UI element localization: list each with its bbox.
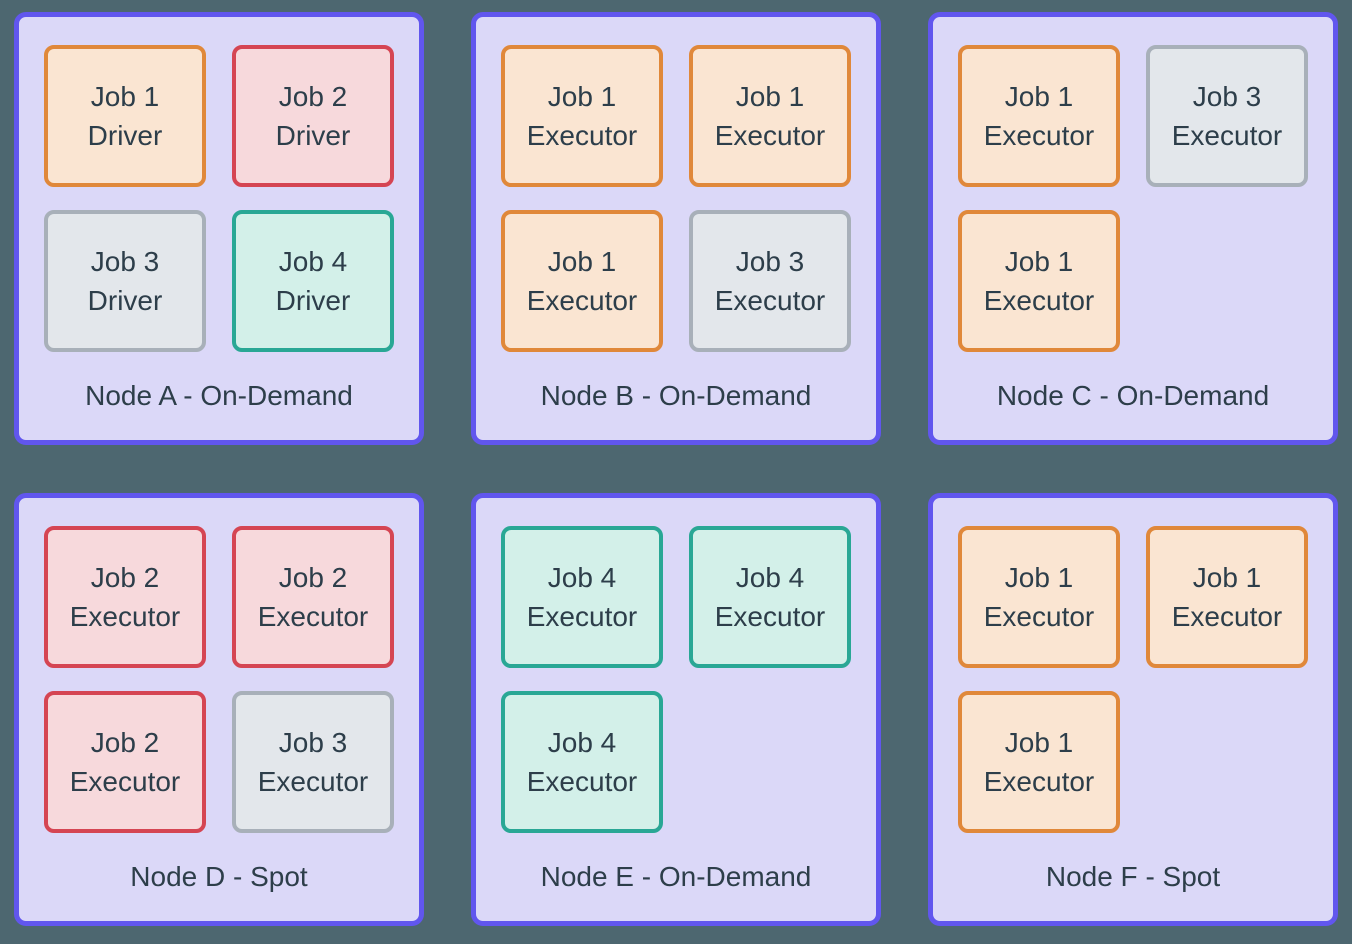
job-role: Executor bbox=[1171, 601, 1283, 632]
node-jobs-grid: Job 1 Executor Job 1 Executor Job 1 Exec… bbox=[501, 45, 851, 352]
job-title: Job 2 bbox=[90, 727, 160, 758]
job-box: Job 2 Executor bbox=[44, 691, 206, 833]
node-card: Job 1 Executor Job 1 Executor Job 1 Exec… bbox=[928, 493, 1338, 926]
job-role: Executor bbox=[714, 601, 826, 632]
job-title: Job 1 bbox=[1004, 81, 1074, 112]
job-box: Job 4 Executor bbox=[501, 691, 663, 833]
job-box: Job 2 Driver bbox=[232, 45, 394, 187]
job-box: Job 1 Executor bbox=[958, 526, 1120, 668]
node-label: Node A - On-Demand bbox=[85, 380, 353, 411]
job-box: Job 1 Executor bbox=[501, 45, 663, 187]
job-title: Job 1 bbox=[1004, 562, 1074, 593]
node-jobs-grid: Job 1 Executor Job 3 Executor Job 1 Exec… bbox=[958, 45, 1308, 352]
job-role: Executor bbox=[69, 601, 181, 632]
job-role: Executor bbox=[257, 601, 369, 632]
node-jobs-grid: Job 4 Executor Job 4 Executor Job 4 Exec… bbox=[501, 526, 851, 833]
job-title: Job 3 bbox=[1192, 81, 1262, 112]
job-role: Executor bbox=[714, 285, 826, 316]
job-title: Job 3 bbox=[278, 727, 348, 758]
job-title: Job 3 bbox=[90, 246, 160, 277]
job-title: Job 4 bbox=[547, 562, 617, 593]
job-box: Job 4 Driver bbox=[232, 210, 394, 352]
job-box: Job 3 Executor bbox=[689, 210, 851, 352]
job-role: Executor bbox=[526, 285, 638, 316]
job-role: Executor bbox=[526, 120, 638, 151]
node-card: Job 2 Executor Job 2 Executor Job 2 Exec… bbox=[14, 493, 424, 926]
job-box: Job 2 Executor bbox=[44, 526, 206, 668]
job-box: Job 1 Driver bbox=[44, 45, 206, 187]
job-role: Executor bbox=[983, 285, 1095, 316]
job-role: Driver bbox=[87, 120, 163, 151]
job-title: Job 3 bbox=[735, 246, 805, 277]
job-title: Job 1 bbox=[1004, 727, 1074, 758]
job-box: Job 1 Executor bbox=[689, 45, 851, 187]
job-title: Job 4 bbox=[547, 727, 617, 758]
node-label: Node B - On-Demand bbox=[540, 380, 812, 411]
job-box: Job 3 Executor bbox=[232, 691, 394, 833]
job-role: Executor bbox=[983, 601, 1095, 632]
job-title: Job 1 bbox=[90, 81, 160, 112]
node-jobs-grid: Job 2 Executor Job 2 Executor Job 2 Exec… bbox=[44, 526, 394, 833]
job-role: Executor bbox=[69, 766, 181, 797]
job-title: Job 2 bbox=[278, 81, 348, 112]
job-title: Job 1 bbox=[735, 81, 805, 112]
job-box: Job 4 Executor bbox=[689, 526, 851, 668]
job-role: Executor bbox=[983, 120, 1095, 151]
job-role: Executor bbox=[983, 766, 1095, 797]
job-box: Job 2 Executor bbox=[232, 526, 394, 668]
job-title: Job 1 bbox=[547, 81, 617, 112]
job-role: Executor bbox=[526, 766, 638, 797]
job-title: Job 4 bbox=[735, 562, 805, 593]
job-title: Job 2 bbox=[278, 562, 348, 593]
job-role: Driver bbox=[275, 120, 351, 151]
job-title: Job 1 bbox=[1192, 562, 1262, 593]
job-role: Driver bbox=[275, 285, 351, 316]
job-role: Executor bbox=[714, 120, 826, 151]
job-role: Driver bbox=[87, 285, 163, 316]
job-role: Executor bbox=[526, 601, 638, 632]
job-title: Job 1 bbox=[547, 246, 617, 277]
node-label: Node C - On-Demand bbox=[996, 380, 1270, 411]
job-box: Job 1 Executor bbox=[501, 210, 663, 352]
node-label: Node D - Spot bbox=[130, 861, 308, 892]
job-title: Job 4 bbox=[278, 246, 348, 277]
job-title: Job 2 bbox=[90, 562, 160, 593]
job-title: Job 1 bbox=[1004, 246, 1074, 277]
node-card: Job 4 Executor Job 4 Executor Job 4 Exec… bbox=[471, 493, 881, 926]
job-role: Executor bbox=[257, 766, 369, 797]
job-box: Job 1 Executor bbox=[958, 210, 1120, 352]
node-jobs-grid: Job 1 Executor Job 1 Executor Job 1 Exec… bbox=[958, 526, 1308, 833]
node-card: Job 1 Executor Job 1 Executor Job 1 Exec… bbox=[471, 12, 881, 445]
node-label: Node F - Spot bbox=[1045, 861, 1221, 892]
job-box: Job 4 Executor bbox=[501, 526, 663, 668]
job-role: Executor bbox=[1171, 120, 1283, 151]
job-box: Job 1 Executor bbox=[958, 45, 1120, 187]
node-label: Node E - On-Demand bbox=[540, 861, 812, 892]
node-card: Job 1 Driver Job 2 Driver Job 3 Driver J… bbox=[14, 12, 424, 445]
nodes-grid: Job 1 Driver Job 2 Driver Job 3 Driver J… bbox=[14, 12, 1338, 926]
job-box: Job 3 Executor bbox=[1146, 45, 1308, 187]
node-jobs-grid: Job 1 Driver Job 2 Driver Job 3 Driver J… bbox=[44, 45, 394, 352]
job-box: Job 3 Driver bbox=[44, 210, 206, 352]
job-box: Job 1 Executor bbox=[958, 691, 1120, 833]
node-card: Job 1 Executor Job 3 Executor Job 1 Exec… bbox=[928, 12, 1338, 445]
job-box: Job 1 Executor bbox=[1146, 526, 1308, 668]
